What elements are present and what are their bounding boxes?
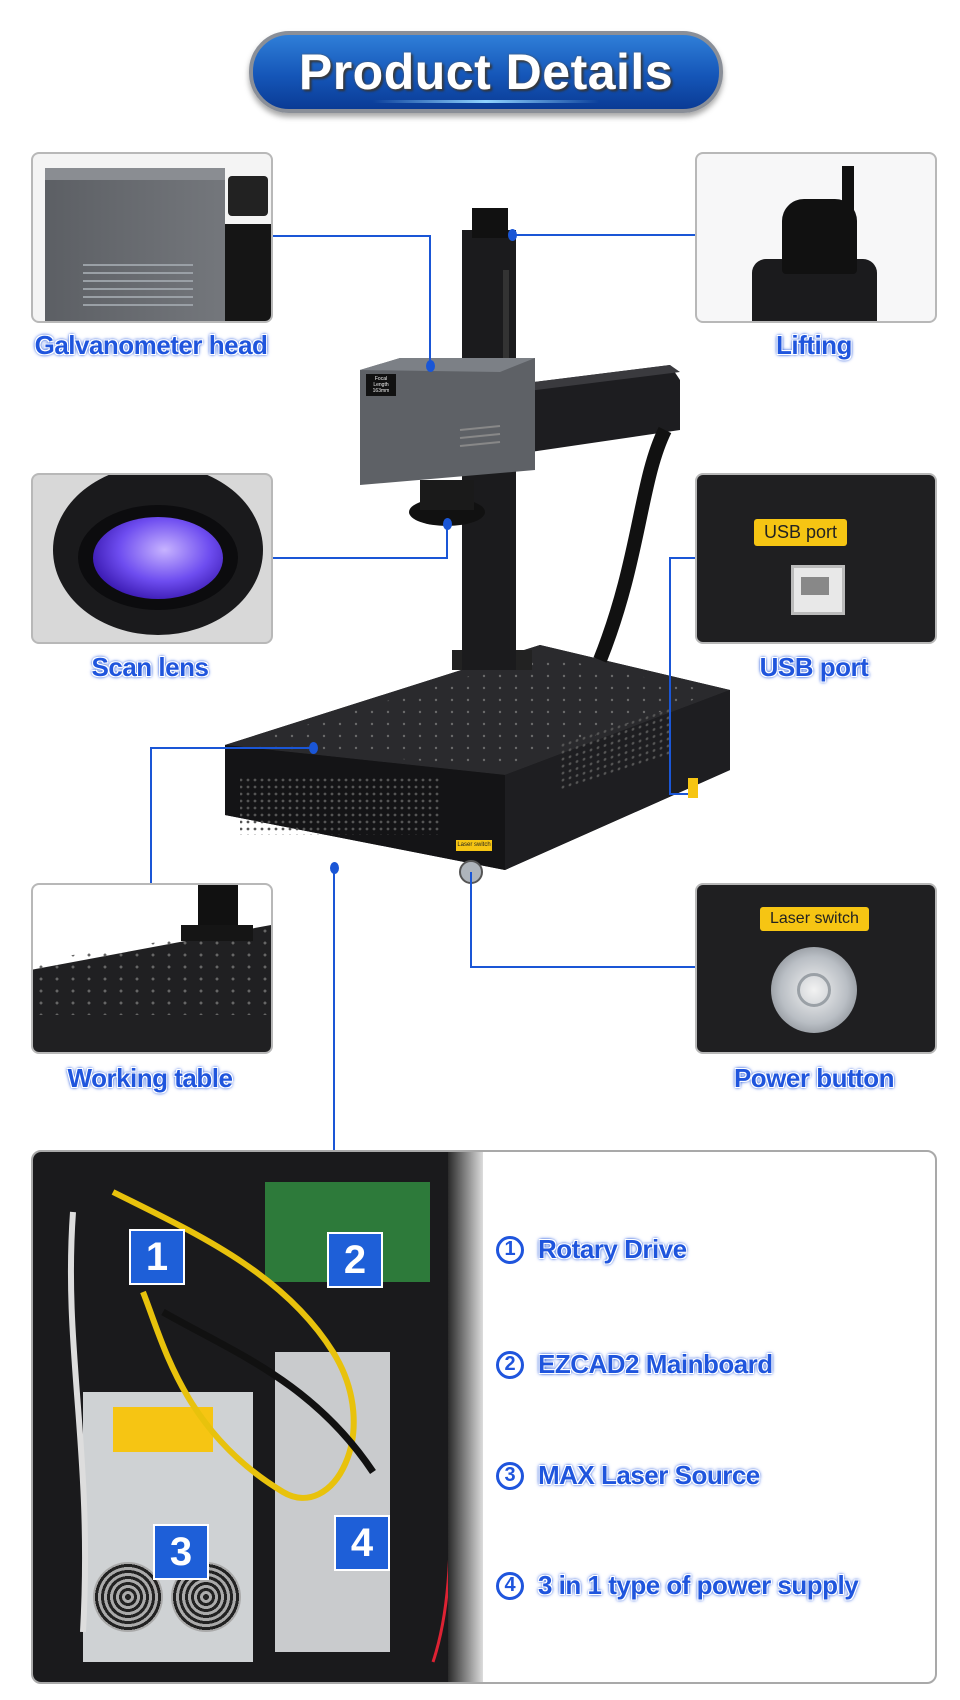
galvanometer-head-label: Galvanometer head xyxy=(34,330,268,360)
list-item-rotary-drive: 1 Rotary Drive xyxy=(496,1234,687,1265)
list-item-mainboard: 2 EZCAD2 Mainboard xyxy=(496,1349,773,1380)
title-banner: Product Details xyxy=(249,31,723,113)
item-label: MAX Laser Source xyxy=(538,1460,760,1490)
leader-line-galvanometer-v xyxy=(429,235,431,365)
leader-line-internals xyxy=(333,867,335,1150)
number-3-icon: 3 xyxy=(496,1461,524,1490)
badge-3: 3 xyxy=(153,1524,209,1580)
list-item-laser-source: 3 MAX Laser Source xyxy=(496,1460,760,1491)
usb-port-label: USB port xyxy=(759,652,869,682)
leader-line-working-table-v xyxy=(150,747,152,883)
usb-port-on-machine xyxy=(688,778,698,798)
leader-line-usb xyxy=(669,557,695,559)
lifting-photo xyxy=(695,152,937,323)
working-table-photo xyxy=(31,883,273,1054)
leader-line-usb-h xyxy=(669,793,691,795)
number-4-icon: 4 xyxy=(496,1571,524,1600)
leader-line-lifting xyxy=(512,234,695,236)
working-table-label: Working table xyxy=(67,1063,233,1093)
scan-lens-label: Scan lens xyxy=(91,652,209,682)
leader-line-galvanometer xyxy=(271,235,431,237)
badge-2: 2 xyxy=(327,1232,383,1288)
badge-4: 4 xyxy=(334,1515,390,1571)
usb-port-sticker: USB port xyxy=(754,519,848,546)
item-label: 3 in 1 type of power supply xyxy=(538,1570,859,1600)
internals-photo xyxy=(33,1152,483,1682)
power-button-label: Power button xyxy=(733,1063,895,1093)
list-item-power-supply: 4 3 in 1 type of power supply xyxy=(496,1570,859,1601)
internals-panel: 1 2 3 4 xyxy=(31,1150,937,1684)
leader-line-usb-v xyxy=(669,557,671,794)
badge-1: 1 xyxy=(129,1229,185,1285)
laser-switch-sticker-on-machine: Laser switch xyxy=(456,840,492,851)
leader-line-scan-lens xyxy=(271,557,448,559)
galvanometer-head-photo xyxy=(31,152,273,323)
scan-lens-photo xyxy=(31,473,273,644)
dot-working-table xyxy=(309,742,318,754)
dot-galvanometer xyxy=(426,360,435,372)
dot-lifting xyxy=(508,229,517,241)
dot-internals xyxy=(330,862,339,874)
number-1-icon: 1 xyxy=(496,1235,524,1264)
usb-port-photo: USB port xyxy=(695,473,937,644)
laser-machine-image xyxy=(225,208,730,884)
focal-length-sticker: Focal Length 163mm xyxy=(366,374,396,396)
lifting-label: Lifting xyxy=(776,330,852,360)
number-2-icon: 2 xyxy=(496,1350,524,1379)
leader-line-power-h xyxy=(470,966,695,968)
galvanometer-head xyxy=(360,358,535,485)
leader-line-scan-lens-v xyxy=(446,523,448,559)
page-title: Product Details xyxy=(298,44,674,100)
item-label: Rotary Drive xyxy=(538,1234,687,1264)
leader-line-power xyxy=(470,872,472,967)
item-label: EZCAD2 Mainboard xyxy=(538,1349,773,1379)
power-button-photo: Laser switch xyxy=(695,883,937,1054)
power-icon xyxy=(797,973,831,1007)
laser-switch-sticker: Laser switch xyxy=(760,907,869,931)
leader-line-working-table xyxy=(150,747,313,749)
dot-scan-lens xyxy=(443,518,452,530)
